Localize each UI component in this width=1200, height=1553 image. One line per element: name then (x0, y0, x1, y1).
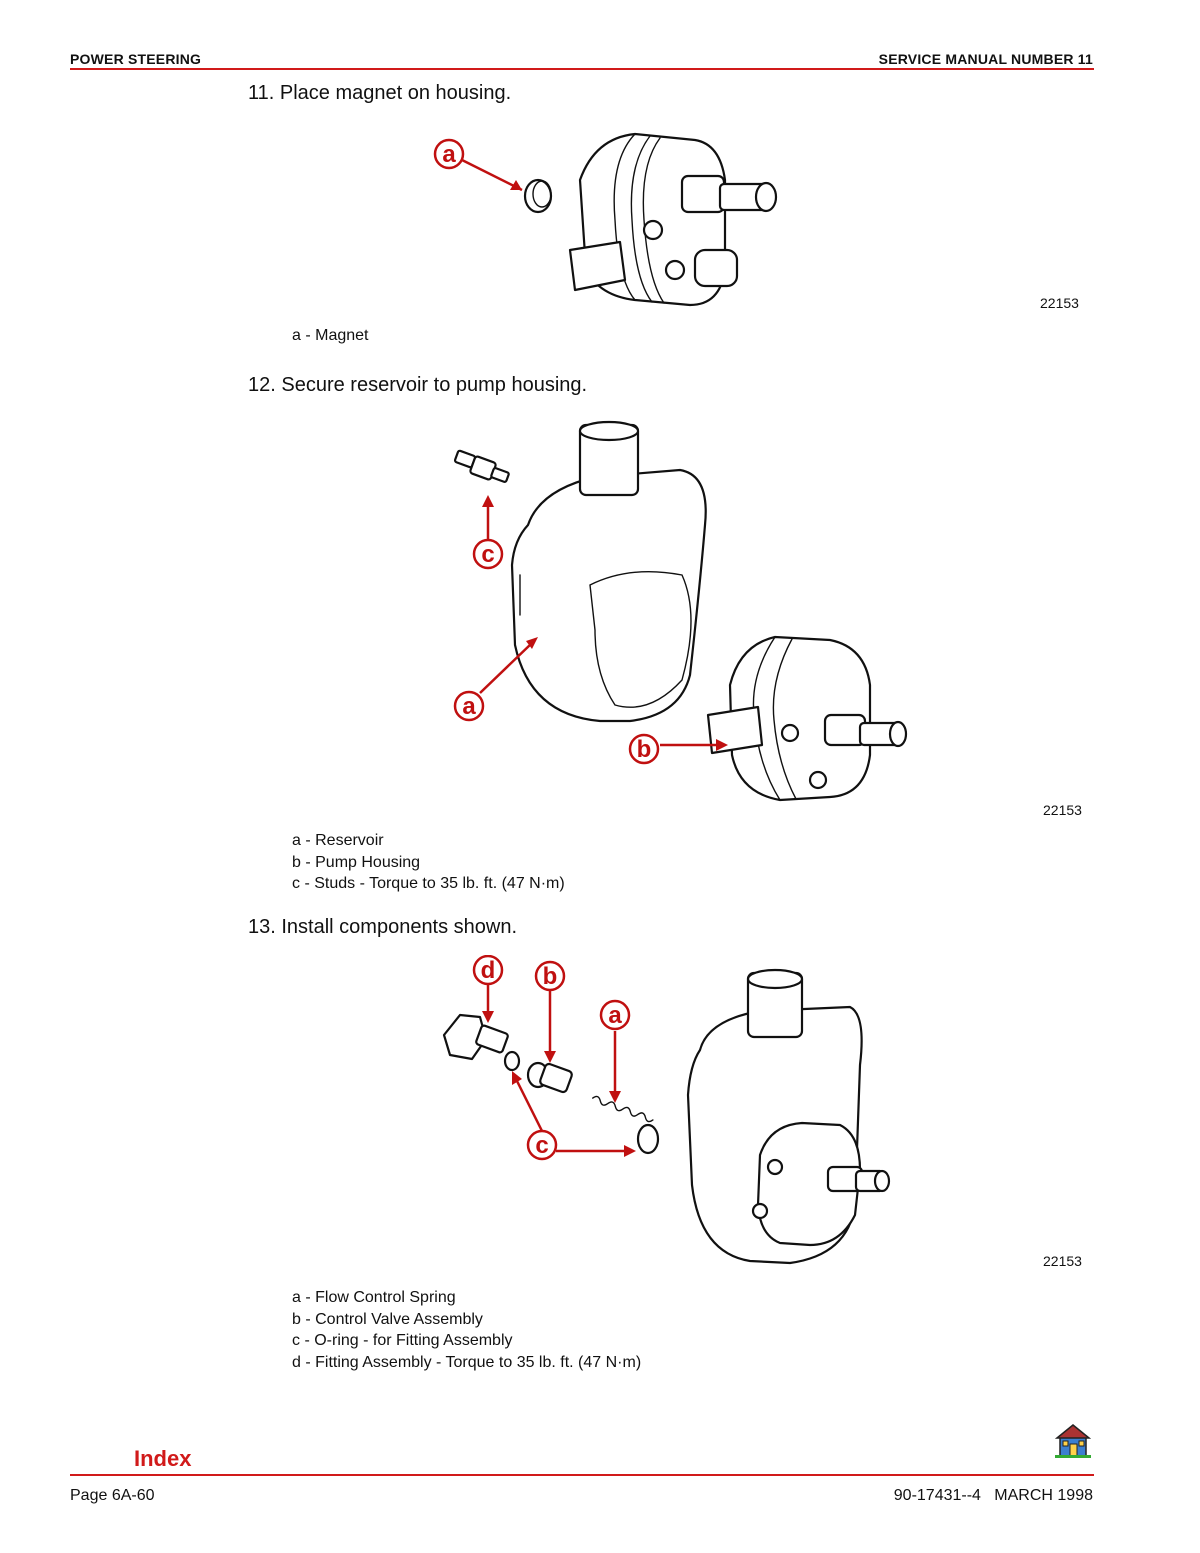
page-number: Page 6A-60 (70, 1487, 155, 1504)
legend-item: b - Pump Housing (292, 853, 421, 871)
legend-item: b - Control Valve Assembly (292, 1310, 483, 1328)
control-valve-part (526, 1061, 573, 1094)
legend-item: c - Studs - Torque to 35 lb. ft. (47 N·m… (292, 875, 565, 892)
callout-b-label: b (543, 963, 558, 990)
header-rule (70, 68, 1094, 70)
callout-d (472, 955, 504, 986)
callout-d-label: d (481, 957, 496, 984)
legend-item: c - O-ring - for Fitting Assembly (292, 1332, 513, 1349)
callout-a-label: a (462, 693, 476, 720)
legend-step-13: a - Flow Control Spring b - Control Valv… (292, 1287, 641, 1373)
callout-c (526, 1129, 558, 1161)
step-12-title: 12. Secure reservoir to pump housing. (248, 374, 588, 396)
magnet-part (523, 178, 553, 214)
callout-b-label: b (637, 736, 652, 763)
callout-a (453, 690, 485, 722)
document-number: 90-17431--4 MARCH 1998 (893, 1487, 1093, 1504)
legend-item: a - Magnet (292, 327, 369, 344)
legend-item: a - Flow Control Spring (292, 1289, 456, 1306)
fitting-assembly-part (442, 1013, 509, 1061)
callout-b (628, 733, 660, 765)
callout-b (534, 960, 566, 992)
legend-step-11: a - Magnet (292, 325, 368, 347)
callout-a-label: a (608, 1002, 622, 1029)
figure-magnet-on-housing: a (433, 132, 778, 307)
pump-housing-drawing (568, 132, 778, 307)
o-ring-part (503, 1050, 521, 1072)
index-link[interactable]: Index (134, 1446, 192, 1471)
house-icon[interactable] (1055, 1422, 1091, 1458)
figure-number-step-13: 22153 (1043, 1253, 1082, 1269)
callout-c-label: c (481, 541, 494, 568)
spring-part (592, 1095, 654, 1123)
figure-number-step-11: 22153 (1040, 295, 1079, 311)
figure-reservoir-to-pump: c a b (453, 420, 908, 802)
pump-housing-drawing (706, 635, 908, 802)
step-11-title: 11. Place magnet on housing. (248, 82, 512, 104)
header-left: POWER STEERING (70, 51, 202, 67)
figure-install-components: d b a c (442, 955, 891, 1265)
callout-c (472, 538, 504, 570)
step-13-title: 13. Install components shown. (248, 916, 518, 938)
reservoir-drawing (510, 420, 707, 723)
callout-c-label: c (535, 1132, 548, 1159)
figure-number-step-12: 22153 (1043, 802, 1082, 818)
callout-a-label: a (442, 141, 456, 168)
footer-rule (70, 1474, 1094, 1476)
legend-step-12: a - Reservoir b - Pump Housing c - Studs… (292, 830, 565, 895)
stud-part (453, 449, 510, 483)
callout-a (433, 138, 465, 170)
o-ring-part (636, 1123, 660, 1155)
legend-item: d - Fitting Assembly - Torque to 35 lb. … (292, 1353, 642, 1371)
reservoir-pump-drawing (686, 968, 891, 1265)
callout-a (599, 999, 631, 1031)
legend-item: a - Reservoir (292, 832, 384, 849)
header-right: SERVICE MANUAL NUMBER 11 (878, 51, 1093, 67)
